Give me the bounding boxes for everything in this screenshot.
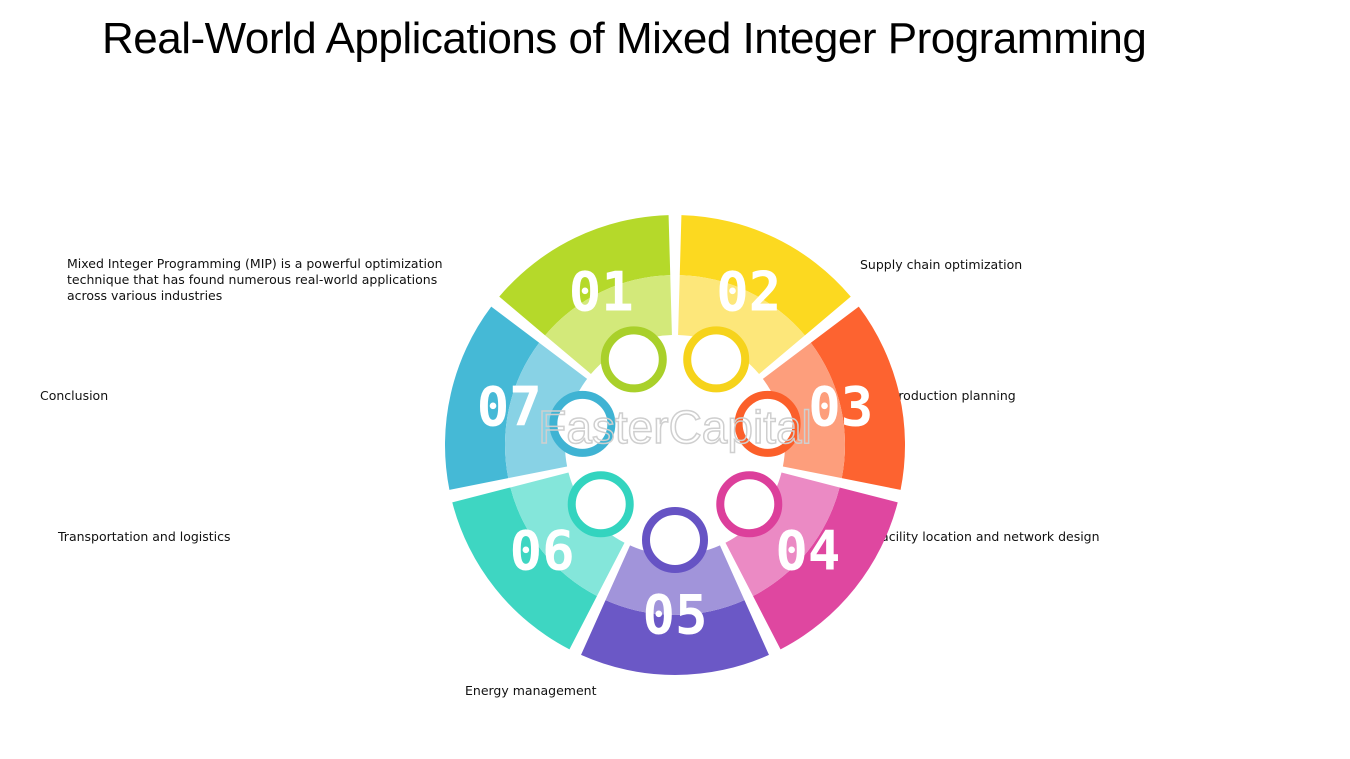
wheel-segment-05: 05: [581, 507, 769, 675]
page-title: Real-World Applications of Mixed Integer…: [102, 14, 1147, 63]
ring-icon: [567, 471, 634, 538]
wheel-segment-03: 03: [734, 306, 905, 490]
ring-icon: [642, 507, 708, 573]
watermark: FasterCapital: [538, 401, 812, 453]
label-transportation: Transportation and logistics: [58, 529, 231, 544]
segment-number: 05: [642, 584, 707, 647]
segment-number: 03: [808, 376, 873, 439]
segment-number: 02: [716, 260, 781, 323]
segment-number: 01: [569, 260, 634, 323]
segment-number: 06: [510, 519, 575, 582]
label-production-planning: Production planning: [891, 388, 1016, 403]
ring-icon: [734, 390, 801, 457]
label-conclusion: Conclusion: [40, 388, 109, 403]
segment-number: 07: [477, 376, 542, 439]
label-energy-management: Energy management: [465, 683, 597, 698]
numbered-wheel-diagram: 01 02 03 04 05 06 07 FasterCapital: [445, 215, 905, 675]
intro-text: Mixed Integer Programming (MIP) is a pow…: [67, 256, 443, 303]
wheel-segment-01: 01: [499, 215, 672, 393]
ring-icon: [600, 326, 667, 393]
segment-number: 04: [775, 519, 840, 582]
label-supply-chain: Supply chain optimization: [860, 257, 1023, 272]
label-facility-location: Facility location and network design: [875, 529, 1100, 544]
ring-icon: [683, 326, 750, 393]
ring-icon: [716, 471, 783, 538]
wheel-segment-04: 04: [716, 471, 898, 650]
wheel-segment-07: 07: [445, 306, 616, 490]
wheel-segment-02: 02: [678, 215, 851, 393]
wheel-segment-06: 06: [452, 471, 634, 650]
ring-icon: [549, 390, 616, 457]
